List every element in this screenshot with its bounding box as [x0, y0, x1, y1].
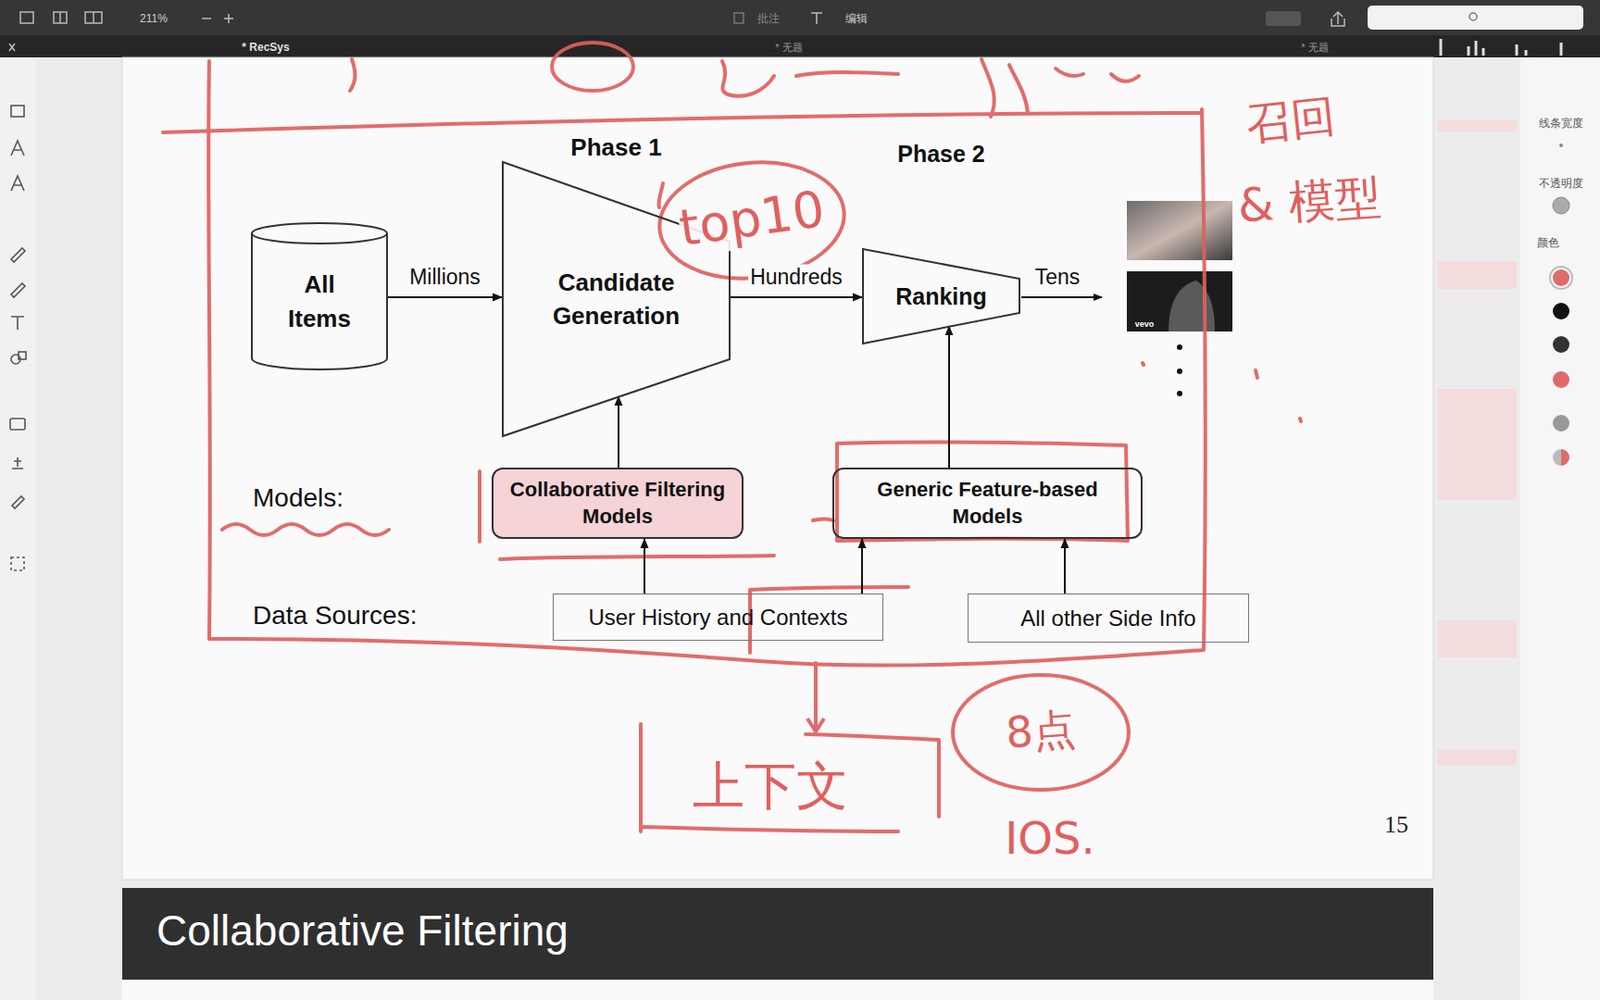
video-thumbnail	[1126, 271, 1233, 332]
cylinder-top	[251, 223, 388, 244]
opacity-swatch	[1552, 197, 1570, 214]
flow-arrow	[1063, 538, 1066, 594]
handwritten-note: 上下文	[692, 751, 849, 823]
panel-heading: 线条宽度	[1538, 115, 1584, 132]
toolbar-button: 编辑	[845, 11, 868, 27]
color-palette	[1550, 266, 1573, 466]
flow-arrow	[730, 296, 863, 299]
model-box: Generic Feature-based Models	[832, 467, 1143, 539]
slide-title: Collaborative Filtering	[156, 905, 569, 956]
trapezoid-shape	[862, 249, 1020, 344]
search-icon	[1469, 12, 1477, 21]
next-slide-band	[122, 887, 1434, 980]
thumbnail-logo: vevo	[1135, 319, 1155, 329]
funnel-stage: Phase 2Ranking	[862, 248, 1021, 345]
output-arrow	[1021, 296, 1102, 299]
data-source-box: All other Side Info	[967, 593, 1250, 643]
panel-heading: 不透明度	[1538, 175, 1584, 192]
handwritten-note: top10	[675, 179, 828, 258]
box-label: All other Side Info	[1020, 603, 1196, 633]
flow-arrow	[861, 538, 863, 594]
cylinder-body	[251, 233, 388, 370]
slide-page	[122, 57, 1434, 880]
tab-title: * RecSys	[241, 40, 289, 54]
flow-arrow	[948, 325, 950, 468]
shape-label: Candidate Generation	[524, 265, 710, 334]
handwritten-note: & 模型	[1235, 165, 1383, 238]
waveform-marks	[1440, 38, 1562, 56]
left-tool-icons	[10, 105, 26, 571]
flow-arrow	[387, 296, 502, 299]
line-width-dot	[1559, 143, 1563, 148]
edge-label: Hundreds	[748, 264, 845, 290]
toolbar-button: 批注	[757, 11, 780, 27]
zoom-level: 211%	[139, 12, 168, 25]
output-count: Tens	[1035, 264, 1081, 290]
flow-arrow	[617, 396, 620, 468]
handwritten-note: IOS.	[1004, 812, 1096, 864]
search-box	[1367, 5, 1584, 30]
ellipsis-dots	[1176, 344, 1183, 397]
tab-title: * 无题	[775, 40, 802, 55]
shape-text-area: All Items	[250, 233, 388, 370]
data-source-box: User History and Contexts	[552, 593, 884, 641]
database-cylinder: All Items	[250, 222, 388, 370]
model-box: Collaborative Filtering Models	[491, 467, 744, 539]
edge-label: Millions	[407, 264, 483, 290]
flow-arrow	[643, 538, 646, 594]
phase-heading: Phase 1	[464, 133, 768, 163]
toolbar	[0, 0, 1600, 36]
video-thumbnail	[1126, 200, 1233, 261]
toolbar-icons	[9, 11, 1345, 51]
panel-heading: 颜色	[1537, 235, 1560, 251]
next-slide-page	[122, 979, 1434, 1000]
box-label: Collaborative Filtering Models	[502, 476, 733, 530]
shape-label: Ranking	[895, 280, 988, 313]
shape-label: All Items	[273, 267, 366, 336]
left-tool-strip	[0, 57, 36, 1000]
tab-title: * 无题	[1300, 40, 1328, 55]
tab-bar	[0, 35, 1600, 58]
faded-marks	[1437, 120, 1517, 765]
box-label: Generic Feature-based Models	[843, 476, 1132, 530]
handwritten-note: 8点	[1003, 700, 1077, 763]
shape-text-area: Ranking	[862, 248, 1021, 345]
row-label: Models:	[252, 483, 344, 513]
phase-heading: Phase 2	[825, 140, 1058, 168]
right-panel	[1520, 57, 1600, 1000]
handwritten-note: 召回	[1243, 86, 1338, 155]
box-label: User History and Contexts	[587, 602, 848, 632]
thumbnail-figure	[1168, 280, 1215, 332]
page-number: 15	[1384, 811, 1409, 839]
handwritten-annotations	[162, 42, 1301, 832]
row-label: Data Sources:	[252, 600, 417, 631]
